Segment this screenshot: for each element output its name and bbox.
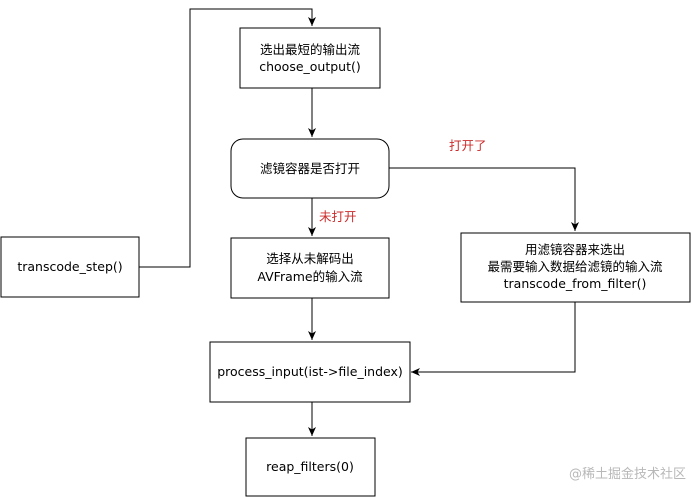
node-filter-open: 滤镜容器是否打开 xyxy=(230,138,390,199)
node-from-filter-line1: 用滤镜容器来选出 xyxy=(525,242,625,257)
node-from-filter-line3: transcode_from_filter() xyxy=(504,276,647,291)
edge-label-not-opened: 未打开 xyxy=(319,209,357,224)
node-from-filter-line2: 最需要输入数据给滤镜的输入流 xyxy=(487,259,663,274)
node-transcode-step-line1: transcode_step() xyxy=(17,259,122,274)
edges xyxy=(139,8,579,436)
node-select-input: 选择从未解码出 AVFrame的输入流 xyxy=(230,237,390,299)
node-reap-filters: reap_filters(0) xyxy=(245,437,376,497)
node-choose-output-line1: 选出最短的输出流 xyxy=(260,42,361,57)
node-select-input-line1: 选择从未解码出 xyxy=(266,251,354,266)
node-choose-output-line2: choose_output() xyxy=(259,59,361,74)
node-reap-filters-line1: reap_filters(0) xyxy=(266,459,354,474)
node-select-input-line2: AVFrame的输入流 xyxy=(257,269,363,284)
node-process-input-line1: process_input(ist->file_index) xyxy=(217,364,403,379)
watermark-text: @稀土掘金技术社区 xyxy=(569,466,686,482)
edge-transcode-step-to-choose-output xyxy=(139,8,316,268)
node-process-input: process_input(ist->file_index) xyxy=(209,341,411,403)
edge-label-opened: 打开了 xyxy=(449,138,487,153)
node-from-filter: 用滤镜容器来选出 最需要输入数据给滤镜的输入流 transcode_from_f… xyxy=(460,232,691,303)
edge-from-filter-to-process-input xyxy=(411,302,576,376)
edge-filter-open-to-from-filter xyxy=(389,167,579,231)
node-filter-open-line1: 滤镜容器是否打开 xyxy=(260,161,360,176)
node-choose-output: 选出最短的输出流 choose_output() xyxy=(239,27,381,89)
node-transcode-step: transcode_step() xyxy=(0,236,140,298)
